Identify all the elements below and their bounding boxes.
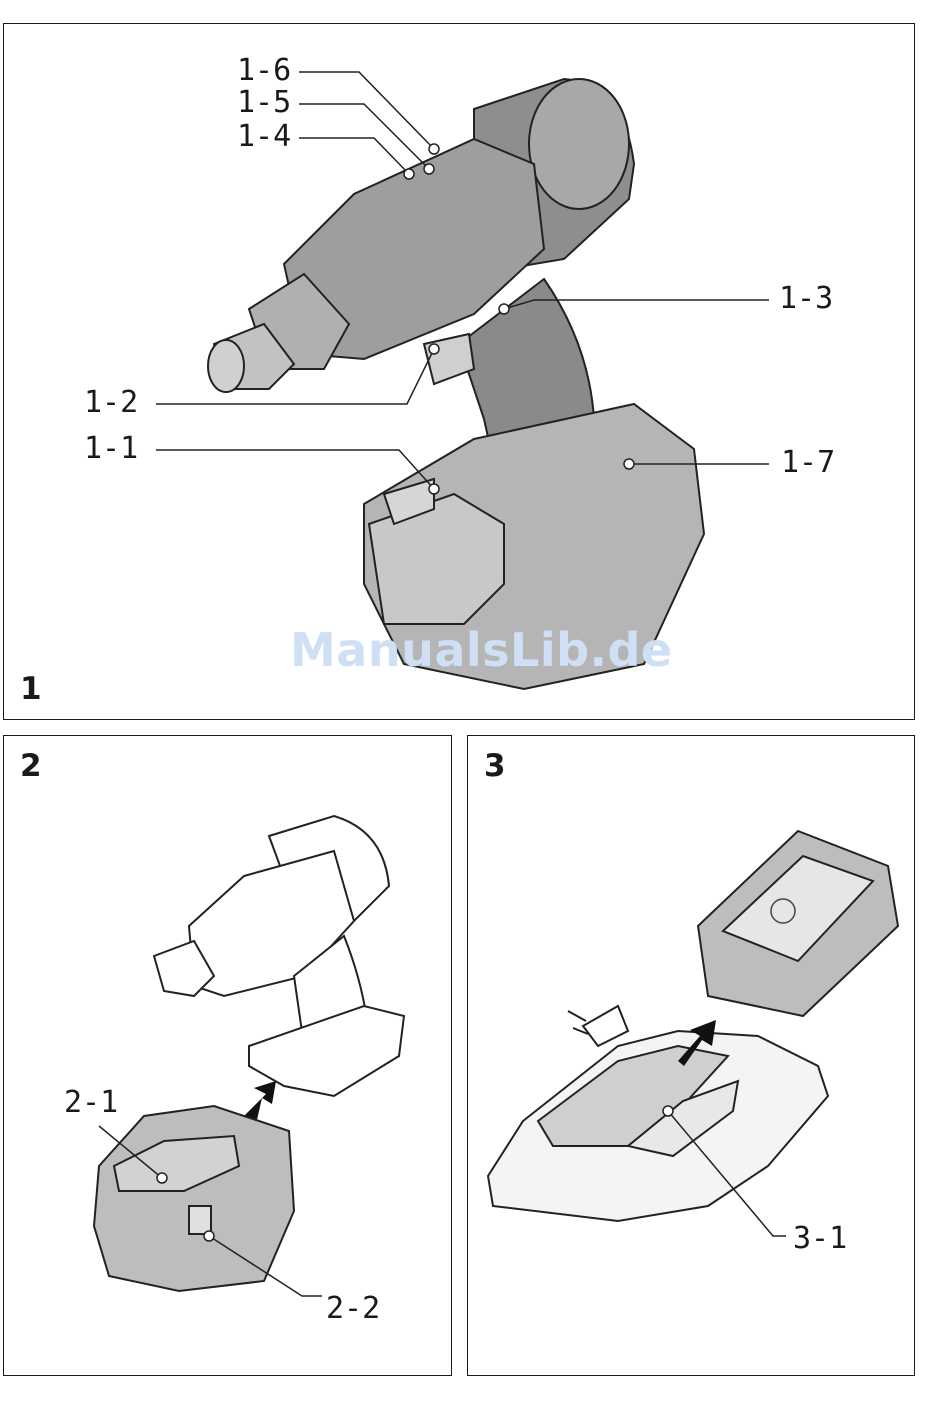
callout-1-5: 1-5 [237,88,291,118]
charger-drawing [468,736,916,1377]
callout-1-4: 1-4 [237,122,291,152]
callout-1-2: 1-2 [84,388,138,418]
callout-1-1: 1-1 [84,434,138,464]
mains-plug-icon [568,1006,628,1046]
battery-insertion-drawing [4,736,453,1377]
manualslib-watermark: ManualsLib.de [290,623,673,677]
figure-3-panel: 3-1 3 [467,735,915,1376]
callout-3-1: 3-1 [793,1224,847,1254]
figure-1-number: 1 [20,674,42,705]
figure-1-panel: 1-6 1-5 1-4 1-3 1-2 1-1 1-7 1 [3,23,915,720]
figure-2-number: 2 [20,751,42,782]
callout-1-3: 1-3 [779,284,833,314]
figure-2-panel: 2-1 2-2 2 [3,735,452,1376]
callout-1-7: 1-7 [781,448,835,478]
callout-2-2: 2-2 [326,1294,380,1324]
impact-wrench-drawing [4,24,916,721]
callout-1-6: 1-6 [237,56,291,86]
figure-3-number: 3 [484,751,506,782]
callout-2-1: 2-1 [64,1088,118,1118]
